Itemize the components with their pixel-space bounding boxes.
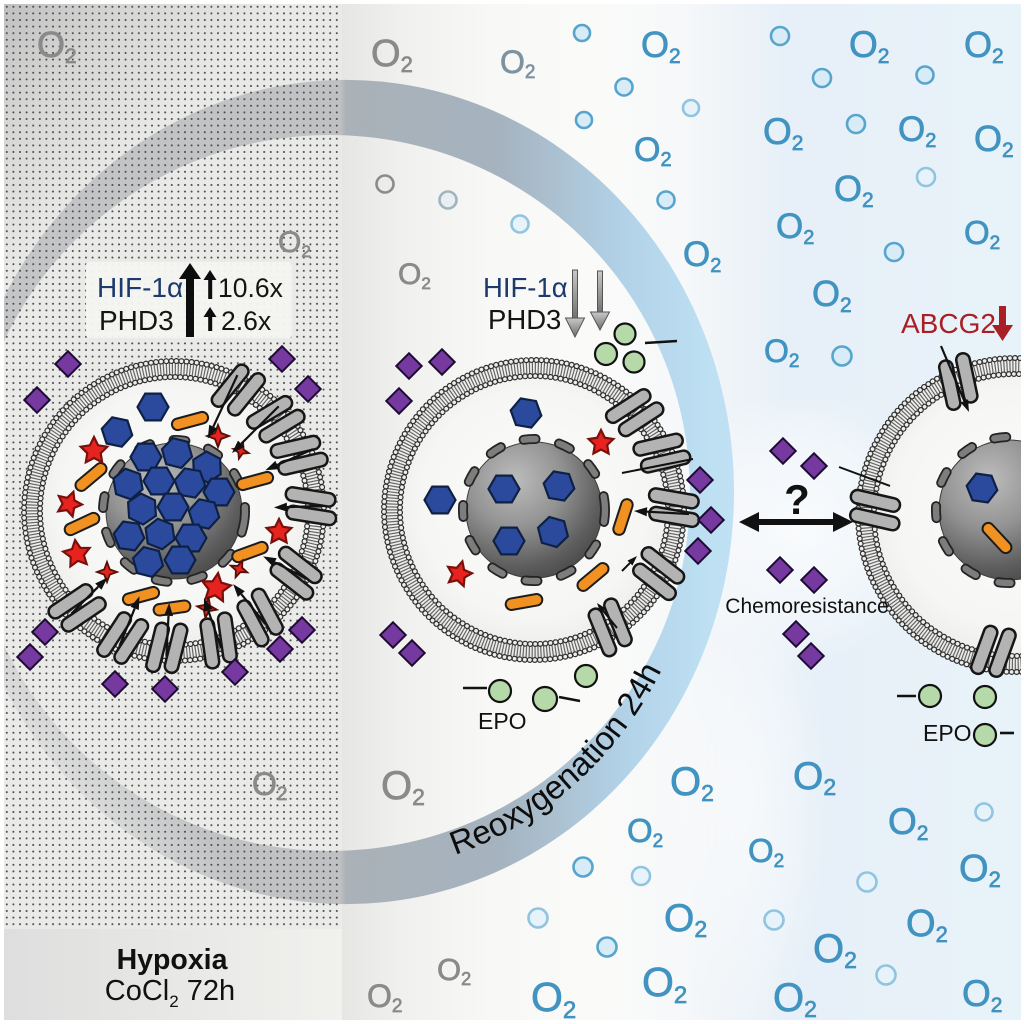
svg-text:O2: O2 [974, 118, 1014, 162]
svg-text:O2: O2 [906, 903, 948, 947]
svg-text:O2: O2 [642, 959, 687, 1009]
svg-text:HIF-1α: HIF-1α [97, 272, 183, 303]
svg-text:10.6x: 10.6x [218, 273, 283, 303]
svg-text:2.6x: 2.6x [221, 306, 271, 336]
svg-text:O2: O2 [37, 24, 77, 68]
svg-text:O2: O2 [773, 976, 817, 1022]
svg-text:O2: O2 [964, 24, 1004, 68]
svg-text:PHD3: PHD3 [488, 304, 561, 335]
svg-text:ABCG2: ABCG2 [901, 308, 996, 339]
svg-text:O2: O2 [898, 110, 936, 152]
svg-text:O2: O2 [959, 848, 1001, 892]
svg-text:O2: O2 [834, 168, 874, 212]
svg-text:O2: O2 [500, 44, 535, 83]
svg-text:EPO: EPO [923, 720, 972, 746]
svg-text:O2: O2 [849, 24, 889, 68]
svg-text:O2: O2 [812, 273, 852, 317]
svg-text:HIF-1α: HIF-1α [483, 272, 568, 303]
svg-text:O2: O2 [763, 111, 803, 155]
svg-text:O2: O2 [776, 207, 814, 249]
svg-text:PHD3: PHD3 [99, 305, 174, 336]
svg-text:Chemoresistance: Chemoresistance [725, 595, 888, 618]
svg-text:O2: O2 [813, 927, 857, 973]
svg-text:EPO: EPO [478, 708, 527, 734]
svg-text:O2: O2 [964, 214, 1000, 254]
svg-text:?: ? [784, 476, 810, 523]
svg-text:O2: O2 [634, 131, 672, 171]
svg-text:O2: O2 [252, 766, 287, 805]
svg-text:O2: O2 [683, 235, 721, 277]
svg-text:CoCl2 72h: CoCl2 72h [105, 975, 235, 1011]
svg-text:O2: O2 [748, 832, 784, 872]
svg-text:O2: O2 [367, 978, 402, 1017]
svg-text:O2: O2 [371, 33, 413, 77]
svg-text:Hypoxia: Hypoxia [117, 944, 229, 976]
svg-text:O2: O2 [381, 764, 425, 810]
svg-text:O2: O2 [888, 801, 928, 845]
svg-text:O2: O2 [764, 333, 799, 372]
svg-text:O2: O2 [962, 973, 1002, 1017]
svg-text:O2: O2 [793, 755, 836, 800]
svg-text:O2: O2 [278, 226, 311, 261]
svg-text:O2: O2 [437, 952, 471, 989]
svg-text:O2: O2 [398, 258, 431, 293]
svg-text:O2: O2 [670, 760, 714, 806]
svg-text:O2: O2 [531, 974, 576, 1024]
svg-text:O2: O2 [627, 812, 663, 852]
svg-text:O2: O2 [641, 24, 681, 68]
svg-text:O2: O2 [664, 897, 707, 942]
